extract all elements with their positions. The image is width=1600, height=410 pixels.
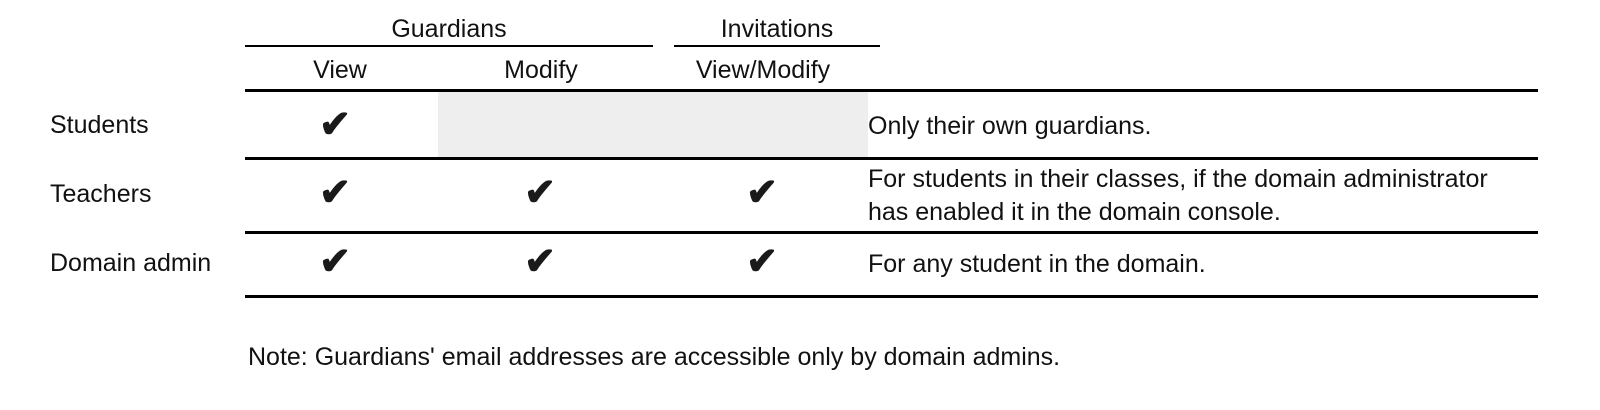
column-header-guardians-view: View	[313, 56, 367, 84]
description-teachers: For students in their classes, if the do…	[868, 165, 1488, 226]
row-label-teachers: Teachers	[50, 180, 152, 208]
description-students: Only their own guardians.	[868, 112, 1152, 140]
check-domain-admin-guardians-view: ✔	[319, 241, 351, 283]
row-label-domain-admin: Domain admin	[50, 249, 212, 277]
group-rule-invitations	[674, 45, 880, 47]
group-header-guardians: Guardians	[391, 15, 507, 43]
check-teachers-guardians-view: ✔	[319, 172, 351, 214]
group-rule-guardians	[245, 45, 653, 47]
check-teachers-guardians-modify: ✔	[524, 172, 556, 214]
column-header-guardians-modify: Modify	[504, 56, 578, 84]
table-rule-top	[245, 89, 1538, 92]
check-teachers-invitations-view-modify: ✔	[746, 172, 778, 214]
check-domain-admin-invitations-view-modify: ✔	[746, 241, 778, 283]
table-rule-after-students	[245, 157, 1538, 160]
cell-unavailable-shading-students	[438, 92, 868, 157]
row-label-students: Students	[50, 111, 149, 139]
description-domain-admin: For any student in the domain.	[868, 250, 1206, 278]
table-rule-bottom	[245, 295, 1538, 298]
check-students-guardians-view: ✔	[319, 104, 351, 146]
table-rule-after-teachers	[245, 231, 1538, 234]
group-header-invitations: Invitations	[720, 15, 834, 43]
column-header-invitations-view-modify: View/Modify	[695, 56, 831, 84]
table-footnote: Note: Guardians' email addresses are acc…	[248, 343, 1061, 371]
check-domain-admin-guardians-modify: ✔	[524, 241, 556, 283]
